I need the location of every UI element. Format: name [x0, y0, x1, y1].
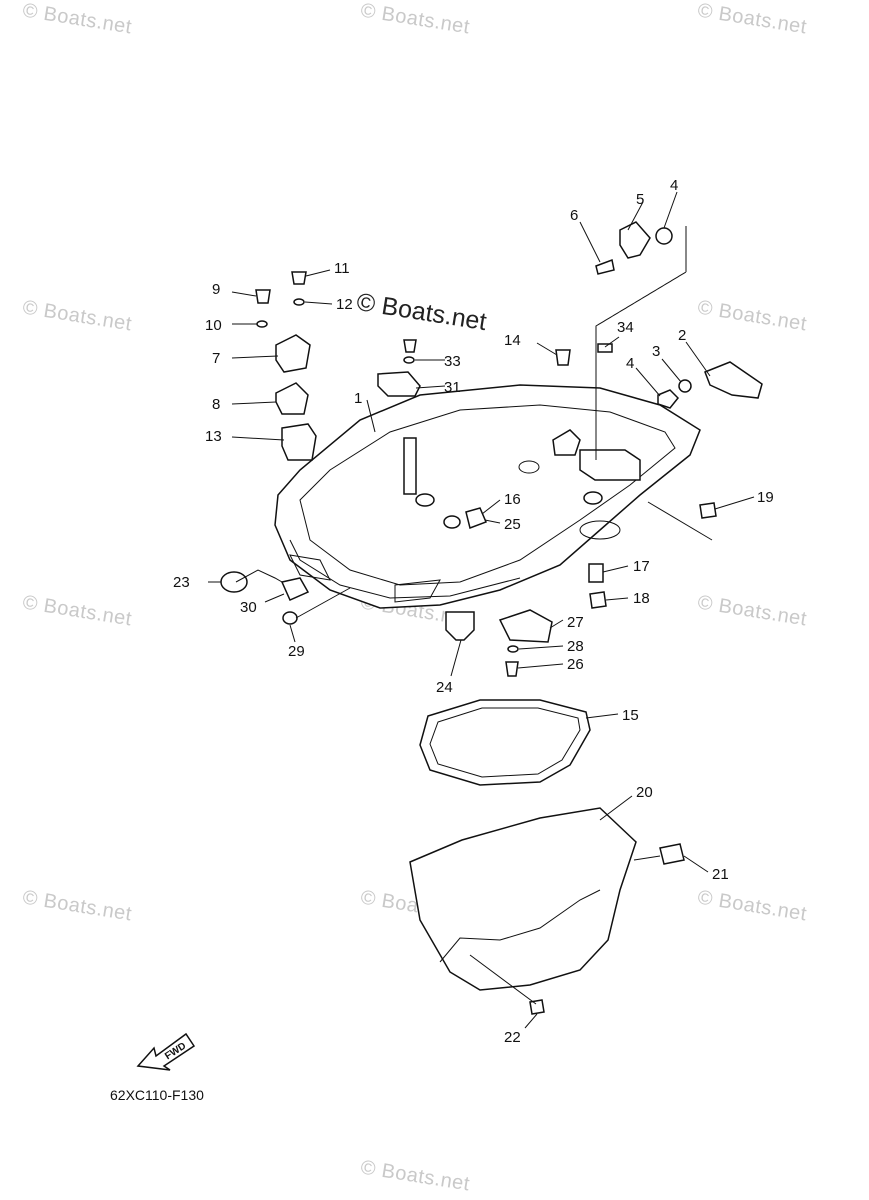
callout-21: 21 [712, 866, 729, 883]
callout-17: 17 [633, 558, 650, 575]
callout-29: 29 [288, 643, 305, 660]
callout-10: 10 [205, 317, 222, 334]
leader-lines [208, 191, 755, 1029]
callout-33: 33 [444, 353, 461, 370]
callout-18: 18 [633, 590, 650, 607]
small-parts [220, 221, 763, 1015]
callout-2: 2 [678, 327, 686, 344]
callout-9: 9 [212, 281, 220, 298]
callout-26: 26 [567, 656, 584, 673]
diagram-code: 62XC110-F130 [110, 1087, 204, 1103]
callout-7: 7 [212, 350, 220, 367]
callout-11: 11 [334, 260, 350, 277]
callout-19: 19 [757, 489, 774, 506]
callout-28: 28 [567, 638, 584, 655]
callout-6: 6 [570, 207, 578, 224]
callout-25: 25 [504, 516, 521, 533]
callout-1: 1 [354, 390, 362, 407]
callout-5: 5 [636, 191, 644, 208]
callout-16: 16 [504, 491, 521, 508]
callout-14: 14 [504, 332, 521, 349]
callout-24: 24 [436, 679, 453, 696]
callout-20: 20 [636, 784, 653, 801]
callout-12: 12 [336, 296, 353, 313]
callout-27: 27 [567, 614, 584, 631]
fwd-arrow-icon: FWD [134, 1022, 204, 1078]
callout-4: 4 [670, 177, 678, 194]
callout-22: 22 [504, 1029, 521, 1046]
callout-labels: 1 2 3 4 4 5 6 7 8 9 10 11 12 13 14 15 16… [173, 177, 774, 1046]
callout-15: 15 [622, 707, 639, 724]
callout-8: 8 [212, 396, 220, 413]
callout-34: 34 [617, 319, 634, 336]
bottom-cowling [274, 384, 701, 609]
callout-13: 13 [205, 428, 222, 445]
callout-30: 30 [240, 599, 257, 616]
callout-4: 4 [626, 355, 634, 372]
callout-23: 23 [173, 574, 190, 591]
callout-3: 3 [652, 343, 660, 360]
callout-31: 31 [444, 379, 461, 396]
